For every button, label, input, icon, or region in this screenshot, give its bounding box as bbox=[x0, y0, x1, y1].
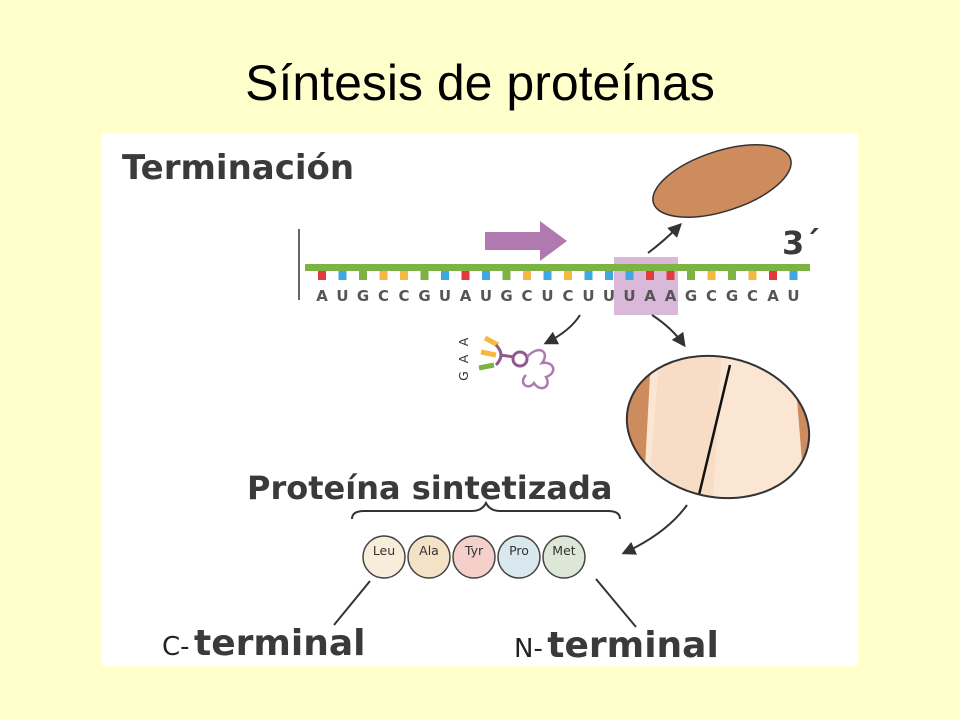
base-letter: C bbox=[378, 287, 389, 305]
base-letter: U bbox=[623, 287, 635, 305]
base-letter: C bbox=[562, 287, 573, 305]
base-letter: G bbox=[685, 287, 697, 305]
base-tick bbox=[359, 271, 367, 280]
c-terminal-word: terminal bbox=[194, 623, 366, 664]
base-letter: A bbox=[665, 287, 677, 305]
base-tick bbox=[605, 271, 613, 280]
amino-acid-label: Tyr bbox=[464, 543, 484, 558]
base-tick bbox=[789, 271, 798, 280]
base-tick bbox=[646, 271, 654, 280]
base-letter: G bbox=[500, 287, 512, 305]
base-letter: U bbox=[603, 287, 615, 305]
anticodon-letter: A bbox=[456, 354, 471, 363]
three-prime-label: 3´ bbox=[782, 224, 820, 262]
amino-acid-met bbox=[542, 535, 586, 579]
c-terminal-label: C- terminal bbox=[162, 623, 366, 664]
base-tick bbox=[584, 271, 593, 280]
base-tick bbox=[441, 271, 449, 280]
base-tick bbox=[461, 271, 470, 280]
base-letter: U bbox=[787, 287, 799, 305]
mrna-backbone bbox=[305, 264, 810, 271]
base-letter: G bbox=[418, 287, 430, 305]
base-tick bbox=[543, 271, 552, 280]
amino-acid-label: Pro bbox=[509, 543, 529, 558]
base-tick bbox=[728, 271, 736, 280]
amino-acid-label: Leu bbox=[373, 543, 395, 558]
base-tick bbox=[523, 271, 531, 280]
base-tick bbox=[769, 271, 777, 280]
trna-anticodon: GAA bbox=[456, 337, 471, 381]
amino-acid-label: Met bbox=[552, 543, 575, 558]
base-letter: A bbox=[644, 287, 656, 305]
base-tick bbox=[338, 271, 347, 280]
amino-acid-pro bbox=[497, 535, 541, 579]
n-terminal-prefix: N- bbox=[514, 634, 543, 664]
base-letter: G bbox=[357, 287, 369, 305]
base-letter: U bbox=[439, 287, 451, 305]
base-tick bbox=[748, 271, 757, 280]
direction-arrow bbox=[485, 221, 567, 261]
base-tick bbox=[687, 271, 695, 280]
base-letter: U bbox=[582, 287, 594, 305]
base-tick bbox=[707, 271, 716, 280]
arrow-to-protein bbox=[621, 504, 688, 555]
amino-acid-chain: Leu Ala Tyr Pro Met bbox=[362, 535, 586, 579]
ribosome-small-subunit bbox=[652, 144, 792, 218]
base-tick bbox=[482, 271, 490, 280]
base-tick bbox=[379, 271, 388, 280]
base-letter: U bbox=[480, 287, 492, 305]
n-terminal-pointer bbox=[595, 578, 637, 628]
anticodon-letter: A bbox=[456, 337, 471, 346]
base-letter: U bbox=[336, 287, 348, 305]
n-terminal-word: terminal bbox=[547, 625, 719, 666]
base-letter: G bbox=[726, 287, 738, 305]
anticodon-letter: G bbox=[456, 371, 471, 381]
arrow-to-small-subunit bbox=[647, 223, 682, 254]
slide-title: Síntesis de proteínas bbox=[245, 55, 715, 111]
base-tick bbox=[400, 271, 408, 280]
amino-acid-label: Ala bbox=[419, 543, 439, 558]
ribosome-large-subunit bbox=[625, 339, 811, 515]
base-letter: C bbox=[747, 287, 758, 305]
base-tick bbox=[420, 271, 429, 280]
amino-acid-tyr bbox=[452, 535, 496, 579]
c-terminal-prefix: C- bbox=[162, 632, 190, 662]
base-tick bbox=[666, 271, 675, 280]
base-tick bbox=[318, 271, 326, 280]
amino-acid-leu bbox=[362, 535, 406, 579]
base-letter: C bbox=[521, 287, 532, 305]
protein-brace bbox=[351, 500, 621, 520]
c-terminal-pointer bbox=[333, 580, 371, 626]
base-tick bbox=[625, 271, 634, 280]
base-letter: C bbox=[706, 287, 717, 305]
base-letter: U bbox=[541, 287, 553, 305]
base-letter: A bbox=[767, 287, 779, 305]
base-tick bbox=[502, 271, 511, 280]
base-letter: A bbox=[460, 287, 472, 305]
amino-acid-ala bbox=[407, 535, 451, 579]
arrow-to-trna bbox=[543, 314, 581, 345]
diagram-heading: Terminación bbox=[122, 148, 354, 188]
base-letter: A bbox=[316, 287, 328, 305]
n-terminal-label: N- terminal bbox=[514, 625, 719, 666]
base-letter: C bbox=[398, 287, 409, 305]
base-tick bbox=[564, 271, 572, 280]
protein-label: Proteína sintetizada bbox=[247, 469, 612, 507]
released-trna: GAA bbox=[456, 335, 555, 390]
arrow-to-large-subunit bbox=[651, 314, 686, 348]
